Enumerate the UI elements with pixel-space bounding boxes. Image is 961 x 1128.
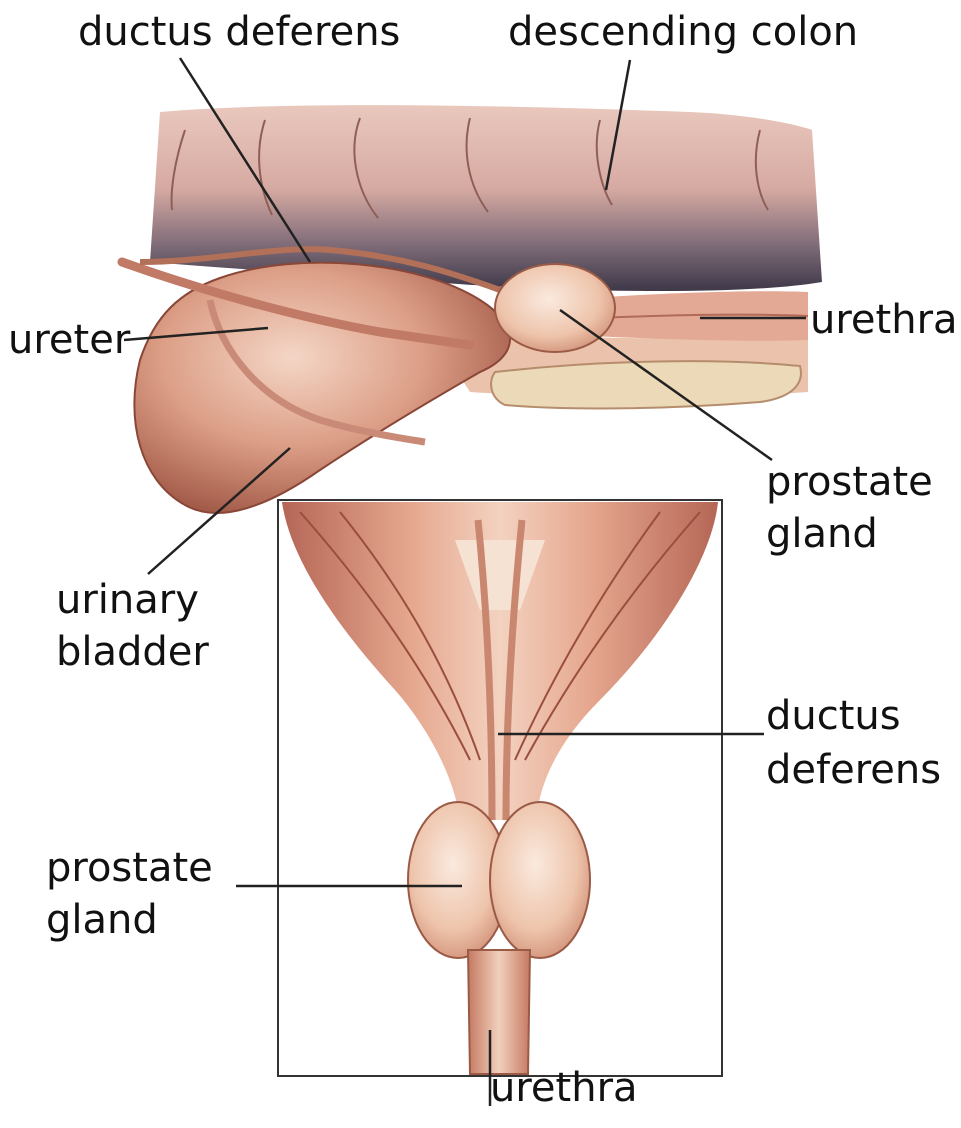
label-prostate-gland-right-line1: prostate — [766, 456, 933, 508]
urinary-bladder-shape — [134, 263, 510, 513]
label-prostate-gland-right-line2: gland — [766, 508, 878, 560]
label-prostate-gland-left-line1: prostate — [46, 842, 213, 894]
label-prostate-gland-left-line2: gland — [46, 894, 158, 946]
label-descending-colon: descending colon — [508, 6, 858, 58]
label-ductus-deferens-right-line2: deferens — [766, 744, 941, 796]
label-ureter: ureter — [8, 314, 130, 366]
urethra-upper-shape — [590, 291, 808, 341]
label-urinary-bladder-line2: bladder — [56, 626, 209, 678]
label-ductus-deferens-top: ductus deferens — [78, 6, 400, 58]
urethra-inset-shape — [468, 950, 530, 1074]
label-urethra-right: urethra — [810, 294, 958, 346]
label-urethra-bottom: urethra — [490, 1062, 638, 1114]
label-ductus-deferens-right-line1: ductus — [766, 690, 901, 742]
label-urinary-bladder-line1: urinary — [56, 574, 199, 626]
descending-colon-shape — [150, 105, 822, 291]
prostate-gland-upper-shape — [495, 264, 615, 352]
